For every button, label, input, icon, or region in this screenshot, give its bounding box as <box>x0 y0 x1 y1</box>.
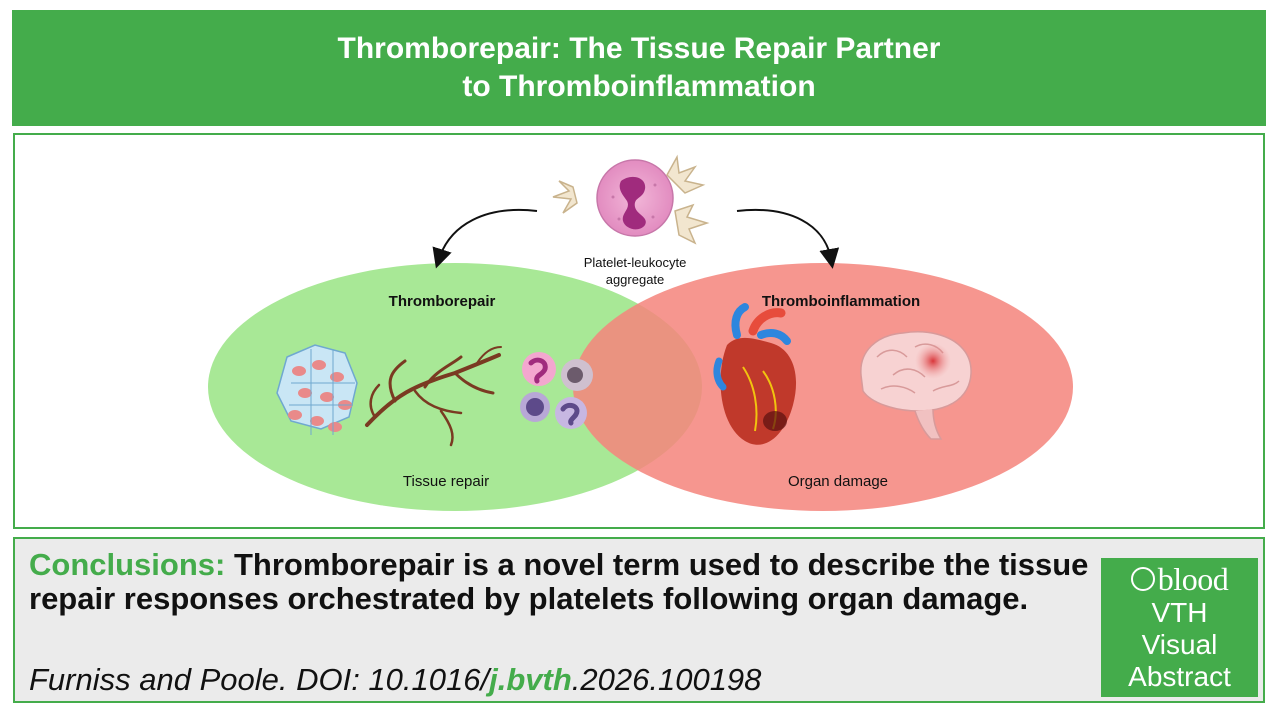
arrow-to-thromborepair <box>432 209 538 269</box>
conclusion-label: Conclusions: <box>29 547 226 582</box>
thromborepair-title: Thromborepair <box>389 293 496 310</box>
badge-brand-text: blood <box>1157 561 1229 597</box>
thromboinflammation-ellipse <box>573 263 1073 511</box>
leukocytes-icon <box>520 352 593 429</box>
arrow-to-thromboinflammation <box>736 209 840 269</box>
header-banner: Thromborepair: The Tissue Repair Partner… <box>12 10 1266 126</box>
title-line-2: to Thromboinflammation <box>462 70 816 103</box>
citation: Furniss and Poole. DOI: 10.1016/j.bvth.2… <box>29 662 761 698</box>
badge-line-2: Visual <box>1141 629 1218 660</box>
diagram-panel: Platelet-leukocyte aggregate Thromborepa… <box>13 133 1265 529</box>
thromboinflammation-title: Thromboinflammation <box>762 293 920 310</box>
platelet-leukocyte-aggregate-icon <box>552 154 710 245</box>
citation-highlight: j.bvth <box>489 662 572 697</box>
organ-damage-caption: Organ damage <box>788 473 888 490</box>
aggregate-label-line-2: aggregate <box>606 272 665 287</box>
blood-logo-icon <box>1130 566 1155 591</box>
aggregate-label-line-1: Platelet-leukocyte <box>584 255 687 270</box>
heart-icon <box>713 303 797 445</box>
blood-vessels-icon <box>365 346 502 447</box>
citation-prefix: Furniss and Poole. DOI: 10.1016/ <box>29 662 490 697</box>
title-line-1: Thromborepair: The Tissue Repair Partner <box>337 32 941 65</box>
badge-line-1: VTH <box>1151 597 1208 628</box>
badge-brand: blood <box>1101 561 1258 597</box>
blood-vth-badge: blood VTH Visual Abstract <box>1101 558 1258 697</box>
venn-diagram: Platelet-leukocyte aggregate Thromborepa… <box>208 154 1073 511</box>
conclusion-body: Thromborepair is a novel term used to de… <box>29 547 1089 616</box>
tissue-repair-caption: Tissue repair <box>403 473 489 490</box>
conclusion-text: Conclusions: Thromborepair is a novel te… <box>29 548 1089 616</box>
thromborepair-ellipse <box>208 263 702 511</box>
epithelial-tissue-icon <box>276 344 358 435</box>
brain-icon <box>860 331 972 440</box>
badge-line-3: Abstract <box>1128 661 1231 692</box>
conclusions-panel: Conclusions: Thromborepair is a novel te… <box>13 537 1265 703</box>
citation-suffix: .2026.100198 <box>571 662 762 697</box>
